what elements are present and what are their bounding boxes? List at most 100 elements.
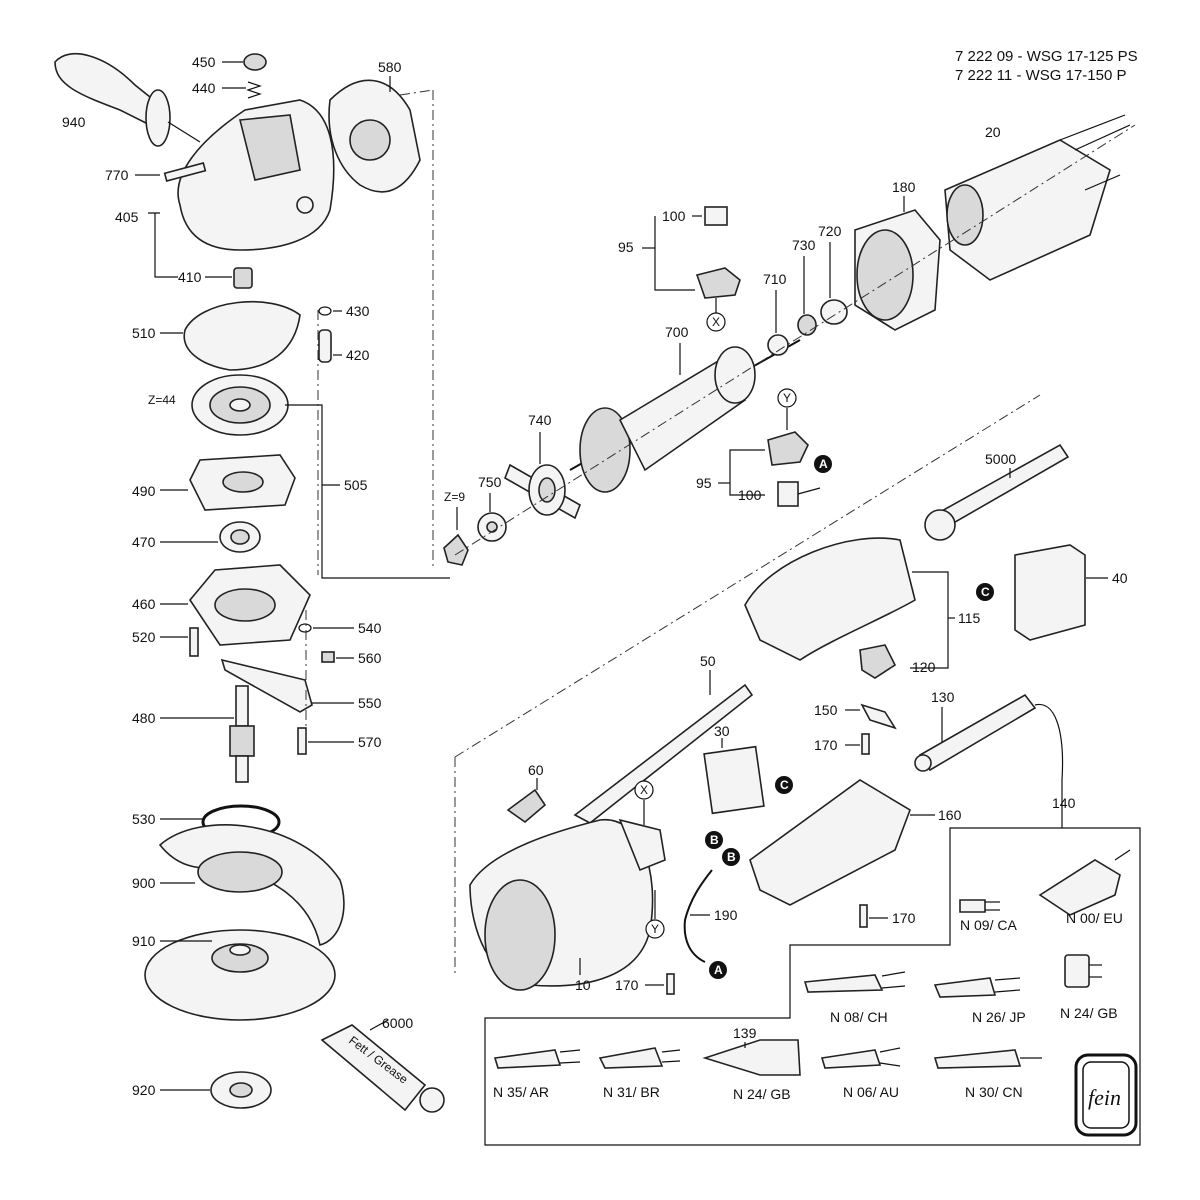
- label-720: 720: [818, 223, 842, 239]
- label-40: 40: [1112, 570, 1128, 586]
- housing-cover-115: [744, 537, 916, 661]
- label-740: 740: [528, 412, 552, 428]
- clip-120: [859, 644, 897, 679]
- label-580: 580: [378, 59, 402, 75]
- ring-730: [797, 314, 817, 336]
- svg-text:Y: Y: [651, 922, 659, 936]
- label-710: 710: [763, 271, 787, 287]
- label-480: 480: [132, 710, 156, 726]
- label-50: 50: [700, 653, 716, 669]
- svg-text:C: C: [780, 778, 789, 792]
- wheel-guard-900: [158, 824, 345, 946]
- label-180: 180: [892, 179, 916, 195]
- label-60: 60: [528, 762, 544, 778]
- screw-770: [163, 161, 207, 183]
- fein-logo-wordmark: fein: [1088, 1085, 1121, 1110]
- spanner-wrench-5000: [924, 443, 1070, 541]
- label-z44: Z=44: [148, 393, 176, 407]
- label-130: 130: [931, 689, 955, 705]
- label-910: 910: [132, 933, 156, 949]
- svg-text:X: X: [712, 315, 720, 329]
- label-405: 405: [115, 209, 139, 225]
- switch-rod-50: [573, 683, 754, 824]
- spindle-480: [229, 685, 255, 783]
- screw-170b: [859, 904, 868, 928]
- label-540: 540: [358, 620, 382, 636]
- screw-520: [189, 627, 199, 657]
- plug-n06-au: [820, 1047, 901, 1069]
- svg-text:Y: Y: [783, 391, 791, 405]
- label-n30: N 30/ CN: [965, 1084, 1023, 1100]
- gear-housing-405: [177, 99, 335, 251]
- label-160: 160: [938, 807, 962, 823]
- spring-440: [246, 81, 262, 99]
- lever-550: [220, 658, 313, 713]
- label-n24b: N 24/ GB: [733, 1086, 791, 1102]
- label-95b: 95: [696, 475, 712, 491]
- marker-a-top: A: [814, 455, 832, 473]
- label-900: 900: [132, 875, 156, 891]
- fan-shroud-180: [854, 209, 941, 331]
- washer-540: [298, 623, 312, 633]
- electronic-module-40: [1014, 544, 1086, 641]
- plug-n24-gb-small: [1064, 954, 1102, 988]
- plug-n30-cn: [933, 1049, 1042, 1069]
- label-n26: N 26/ JP: [972, 1009, 1026, 1025]
- label-20: 20: [985, 124, 1001, 140]
- svg-text:C: C: [981, 585, 990, 599]
- marker-b-wire: B: [722, 848, 740, 866]
- marker-x-housing: X: [634, 780, 654, 800]
- label-z9: Z=9: [444, 490, 465, 504]
- label-139: 139: [733, 1025, 757, 1041]
- marker-b-switch: B: [705, 831, 723, 849]
- stator-20: [944, 114, 1131, 281]
- label-n06: N 06/ AU: [843, 1084, 899, 1100]
- pin-420: [318, 329, 332, 363]
- marker-c-module: C: [976, 583, 994, 601]
- label-730: 730: [792, 237, 816, 253]
- plug-n31-br: [598, 1047, 681, 1069]
- marker-x-top: X: [706, 312, 726, 332]
- label-170c: 170: [615, 977, 639, 993]
- screw-570: [297, 727, 307, 755]
- switch-30: [703, 745, 765, 815]
- marker-y-housing: Y: [645, 919, 665, 939]
- model-line-2: 7 222 11 - WSG 17-150 P: [955, 67, 1126, 84]
- brush-100b: [777, 481, 799, 507]
- label-920: 920: [132, 1082, 156, 1098]
- label-100a: 100: [662, 208, 686, 224]
- label-n35: N 35/ AR: [493, 1084, 549, 1100]
- label-5000: 5000: [985, 451, 1016, 467]
- label-190: 190: [714, 907, 738, 923]
- bushing-720: [820, 299, 848, 325]
- bearing-710: [767, 334, 789, 356]
- flange-460: [189, 564, 311, 646]
- label-n24a: N 24/ GB: [1060, 1005, 1118, 1021]
- label-510: 510: [132, 325, 156, 341]
- label-460: 460: [132, 596, 156, 612]
- label-115: 115: [958, 610, 981, 626]
- svg-text:B: B: [727, 850, 736, 864]
- label-410: 410: [178, 269, 202, 285]
- plug-n24-gb-adapter-139: [702, 1039, 801, 1076]
- cap-450: [243, 53, 267, 71]
- label-505: 505: [344, 477, 368, 493]
- armature-700: [569, 339, 801, 493]
- fein-logo: fein: [1074, 1053, 1138, 1137]
- label-120: 120: [912, 659, 936, 675]
- brush-100a: [704, 206, 728, 226]
- svg-text:B: B: [710, 833, 719, 847]
- plug-variants-box: [484, 827, 1141, 1146]
- cable-sleeve-130: [914, 693, 1037, 772]
- label-520: 520: [132, 629, 156, 645]
- svg-text:A: A: [819, 457, 828, 471]
- label-440: 440: [192, 80, 216, 96]
- screw-170c: [666, 973, 675, 995]
- label-770: 770: [105, 167, 129, 183]
- label-n00: N 00/ EU: [1066, 910, 1123, 926]
- label-490: 490: [132, 483, 156, 499]
- label-570: 570: [358, 734, 382, 750]
- grinding-disc-910: [144, 929, 336, 1021]
- label-450: 450: [192, 54, 216, 70]
